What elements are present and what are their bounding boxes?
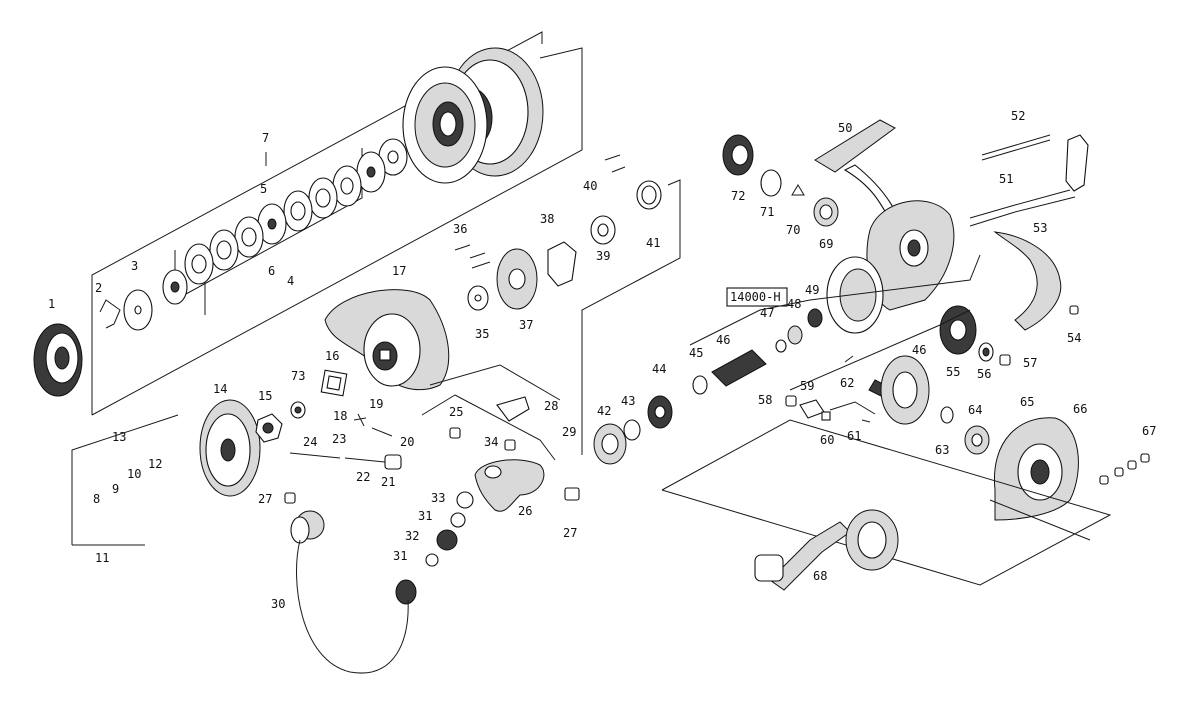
callout-49: 49 bbox=[805, 283, 819, 297]
callout-26: 26 bbox=[518, 504, 532, 518]
callout-12: 12 bbox=[148, 457, 162, 471]
callout-28: 28 bbox=[544, 399, 558, 413]
callout-14: 14 bbox=[213, 382, 227, 396]
callout-56: 56 bbox=[977, 367, 991, 381]
callout-4: 4 bbox=[287, 274, 294, 288]
callout-33: 33 bbox=[431, 491, 445, 505]
callout-10: 10 bbox=[127, 467, 141, 481]
drag-washer-stack bbox=[162, 138, 408, 305]
callout-38: 38 bbox=[540, 212, 554, 226]
callout-64: 64 bbox=[968, 403, 982, 417]
callout-15: 15 bbox=[258, 389, 272, 403]
callout-62: 62 bbox=[840, 376, 854, 390]
callout-71: 71 bbox=[760, 205, 774, 219]
callout-35: 35 bbox=[475, 327, 489, 341]
callout-63: 63 bbox=[935, 443, 949, 457]
callout-3: 3 bbox=[131, 259, 138, 273]
callout-51: 51 bbox=[999, 172, 1013, 186]
callout-67: 67 bbox=[1142, 424, 1156, 438]
callout-69: 69 bbox=[819, 237, 833, 251]
callout-46b: 46 bbox=[912, 343, 926, 357]
callout-11: 11 bbox=[95, 551, 109, 565]
callout-42: 42 bbox=[597, 404, 611, 418]
callout-21: 21 bbox=[381, 475, 395, 489]
callout-7: 7 bbox=[262, 131, 269, 145]
callout-22: 22 bbox=[356, 470, 370, 484]
callout-23: 23 bbox=[332, 432, 346, 446]
callout-29: 29 bbox=[562, 425, 576, 439]
callout-40: 40 bbox=[583, 179, 597, 193]
callout-61: 61 bbox=[847, 429, 861, 443]
callout-43: 43 bbox=[621, 394, 635, 408]
callout-6: 6 bbox=[268, 264, 275, 278]
callout-59: 59 bbox=[800, 379, 814, 393]
callout-31a: 31 bbox=[418, 509, 432, 523]
callout-19: 19 bbox=[369, 397, 383, 411]
callout-labels: 1 2 3 4 5 6 7 8 9 10 11 12 13 14 15 16 1… bbox=[48, 109, 1156, 611]
spool bbox=[402, 47, 544, 184]
callout-53: 53 bbox=[1033, 221, 1047, 235]
callout-47: 47 bbox=[760, 306, 774, 320]
callout-27a: 27 bbox=[258, 492, 272, 506]
callout-24: 24 bbox=[303, 435, 317, 449]
callout-27b: 27 bbox=[563, 526, 577, 540]
callout-39: 39 bbox=[596, 249, 610, 263]
callout-31b: 31 bbox=[393, 549, 407, 563]
callout-1: 1 bbox=[48, 297, 55, 311]
callout-58: 58 bbox=[758, 393, 772, 407]
callout-5: 5 bbox=[260, 182, 267, 196]
callout-2: 2 bbox=[95, 281, 102, 295]
callout-57: 57 bbox=[1023, 356, 1037, 370]
callout-52: 52 bbox=[1011, 109, 1025, 123]
callout-9: 9 bbox=[112, 482, 119, 496]
callout-16: 16 bbox=[325, 349, 339, 363]
callout-20: 20 bbox=[400, 435, 414, 449]
callout-17: 17 bbox=[392, 264, 406, 278]
callout-34: 34 bbox=[484, 435, 498, 449]
callout-54: 54 bbox=[1067, 331, 1081, 345]
callout-50: 50 bbox=[838, 121, 852, 135]
rotor-group bbox=[71, 154, 681, 674]
callout-66: 66 bbox=[1073, 402, 1087, 416]
model-box-label: 14000-H bbox=[730, 290, 781, 304]
drag-knob-parts bbox=[33, 289, 153, 397]
callout-46a: 46 bbox=[716, 333, 730, 347]
callout-36: 36 bbox=[453, 222, 467, 236]
callout-45: 45 bbox=[689, 346, 703, 360]
callout-32: 32 bbox=[405, 529, 419, 543]
callout-30: 30 bbox=[271, 597, 285, 611]
callout-41: 41 bbox=[646, 236, 660, 250]
body-group bbox=[593, 119, 1150, 591]
callout-65: 65 bbox=[1020, 395, 1034, 409]
callout-8: 8 bbox=[93, 492, 100, 506]
callout-25: 25 bbox=[449, 405, 463, 419]
callout-37: 37 bbox=[519, 318, 533, 332]
callout-70: 70 bbox=[786, 223, 800, 237]
callout-48: 48 bbox=[787, 297, 801, 311]
callout-13: 13 bbox=[112, 430, 126, 444]
callout-55: 55 bbox=[946, 365, 960, 379]
callout-72: 72 bbox=[731, 189, 745, 203]
callout-73: 73 bbox=[291, 369, 305, 383]
callout-68: 68 bbox=[813, 569, 827, 583]
callout-44: 44 bbox=[652, 362, 666, 376]
callout-18: 18 bbox=[333, 409, 347, 423]
callout-60: 60 bbox=[820, 433, 834, 447]
